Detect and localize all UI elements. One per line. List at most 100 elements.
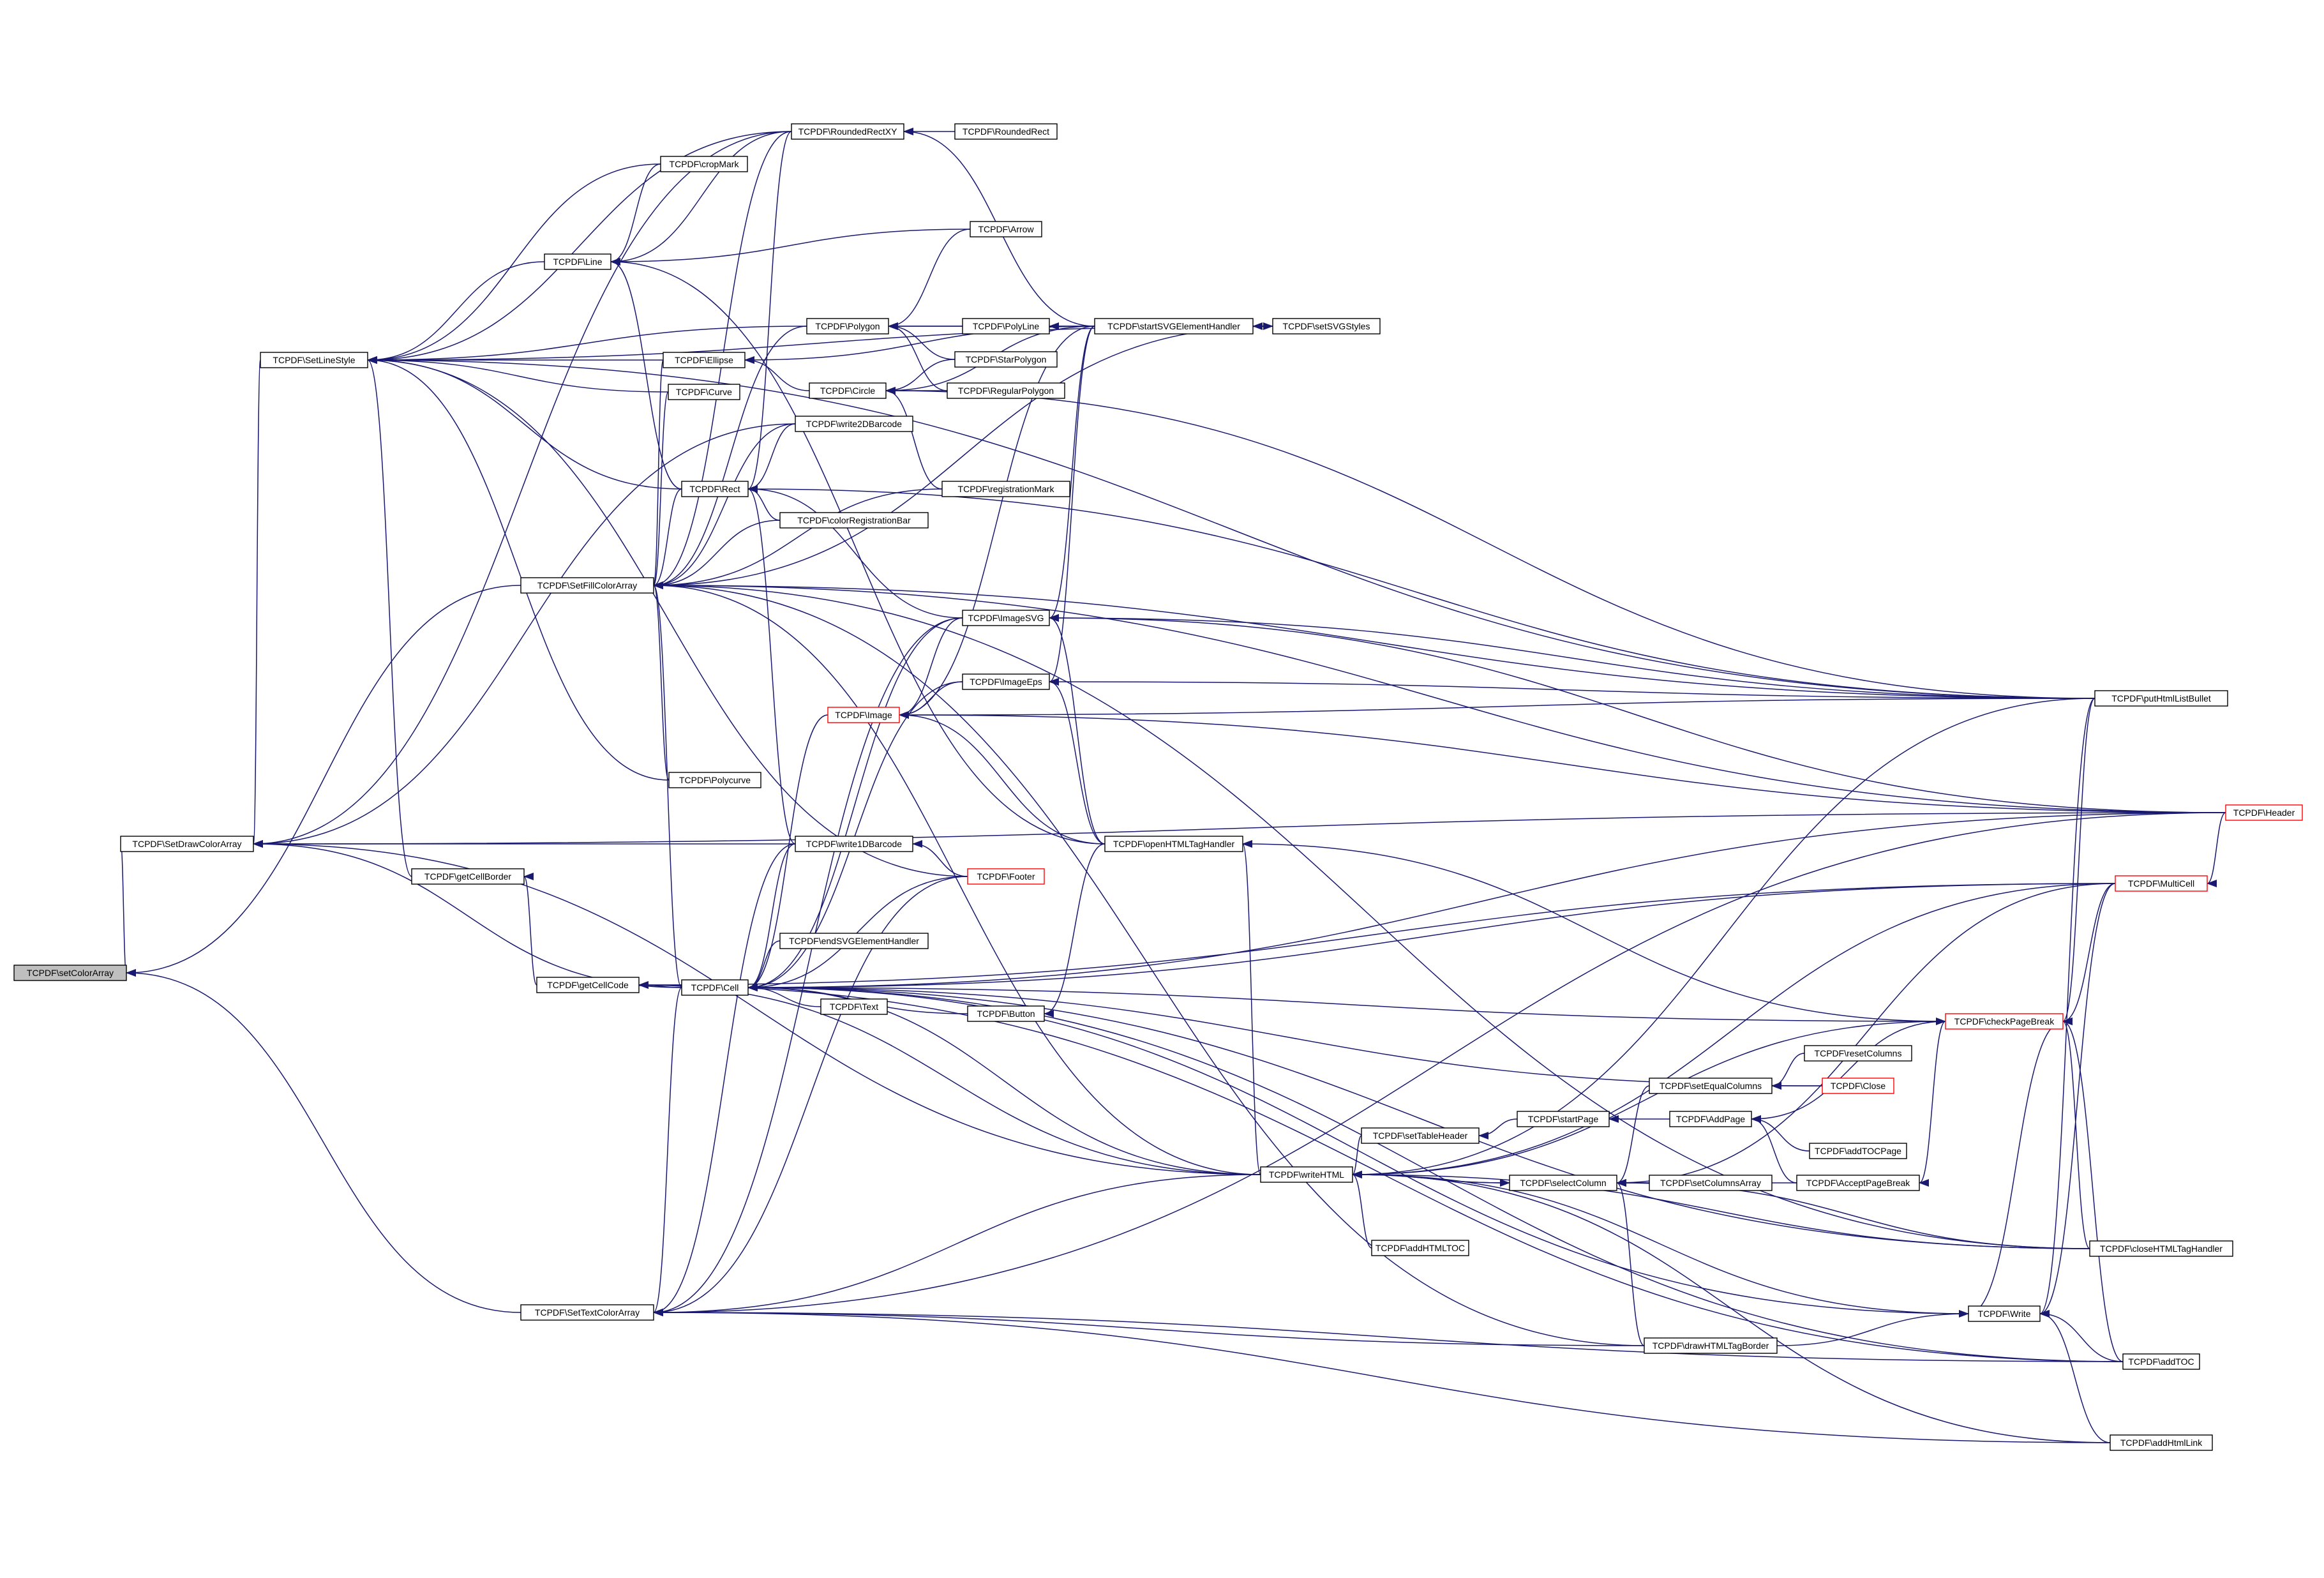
node-closeHTMLTagHandler[interactable]: TCPDF\closeHTMLTagHandler xyxy=(2089,1240,2233,1257)
node-box[interactable] xyxy=(947,382,1065,399)
node-setEqualColumns[interactable]: TCPDF\setEqualColumns xyxy=(1649,1078,1773,1094)
node-box[interactable] xyxy=(681,481,749,497)
node-box[interactable] xyxy=(970,221,1042,237)
node-Text[interactable]: TCPDF\Text xyxy=(820,998,888,1015)
node-putHtmlListBullet[interactable]: TCPDF\putHtmlListBullet xyxy=(2094,690,2228,707)
node-box[interactable] xyxy=(1260,1166,1353,1183)
node-resetColumns[interactable]: TCPDF\resetColumns xyxy=(1804,1045,1912,1062)
node-box[interactable] xyxy=(1804,1045,1912,1062)
node-box[interactable] xyxy=(536,977,640,993)
node-box[interactable] xyxy=(962,318,1050,334)
node-Footer[interactable]: TCPDF\Footer xyxy=(967,868,1045,885)
node-box[interactable] xyxy=(1822,1078,1894,1094)
node-box[interactable] xyxy=(2225,804,2303,821)
node-addTOCPage[interactable]: TCPDF\addTOCPage xyxy=(1809,1143,1907,1159)
node-box[interactable] xyxy=(520,1304,654,1321)
node-SetTextColorArray[interactable]: TCPDF\SetTextColorArray xyxy=(520,1304,654,1321)
node-getCellCode[interactable]: TCPDF\getCellCode xyxy=(536,977,640,993)
node-RegularPolygon[interactable]: TCPDF\RegularPolygon xyxy=(947,382,1065,399)
node-setColorArray[interactable]: TCPDF\setColorArray xyxy=(13,965,127,981)
node-box[interactable] xyxy=(827,707,900,723)
node-box[interactable] xyxy=(795,416,913,432)
node-box[interactable] xyxy=(806,318,889,334)
node-setSVGStyles[interactable]: TCPDF\setSVGStyles xyxy=(1272,318,1381,334)
node-box[interactable] xyxy=(962,673,1050,690)
node-Close[interactable]: TCPDF\Close xyxy=(1822,1078,1894,1094)
node-ImageEps[interactable]: TCPDF\ImageEps xyxy=(962,673,1050,690)
node-SetLineStyle[interactable]: TCPDF\SetLineStyle xyxy=(260,352,368,368)
node-box[interactable] xyxy=(2122,1353,2200,1370)
node-addHTMLTOC[interactable]: TCPDF\addHTMLTOC xyxy=(1371,1240,1469,1256)
node-box[interactable] xyxy=(1649,1078,1773,1094)
node-Polycurve[interactable]: TCPDF\Polycurve xyxy=(668,772,761,788)
node-box[interactable] xyxy=(544,253,611,270)
node-box[interactable] xyxy=(120,836,254,852)
node-box[interactable] xyxy=(954,123,1058,140)
node-box[interactable] xyxy=(13,965,127,981)
node-box[interactable] xyxy=(668,384,740,400)
node-MultiCell[interactable]: TCPDF\MultiCell xyxy=(2115,875,2208,892)
node-box[interactable] xyxy=(520,577,654,594)
node-PolyLine[interactable]: TCPDF\PolyLine xyxy=(962,318,1050,334)
node-box[interactable] xyxy=(2089,1240,2233,1257)
node-Polygon[interactable]: TCPDF\Polygon xyxy=(806,318,889,334)
node-write1DBarcode[interactable]: TCPDF\write1DBarcode xyxy=(795,836,913,852)
node-setColumnsArray[interactable]: TCPDF\setColumnsArray xyxy=(1649,1175,1773,1191)
node-box[interactable] xyxy=(809,382,887,399)
node-box[interactable] xyxy=(779,512,929,529)
node-Image[interactable]: TCPDF\Image xyxy=(827,707,900,723)
node-box[interactable] xyxy=(1968,1305,2041,1322)
node-Rect[interactable]: TCPDF\Rect xyxy=(681,481,749,497)
node-box[interactable] xyxy=(967,868,1045,885)
node-Curve[interactable]: TCPDF\Curve xyxy=(668,384,740,400)
node-addHtmlLink[interactable]: TCPDF\addHtmlLink xyxy=(2110,1434,2213,1451)
node-AcceptPageBreak[interactable]: TCPDF\AcceptPageBreak xyxy=(1796,1175,1920,1191)
node-box[interactable] xyxy=(411,868,525,885)
node-box[interactable] xyxy=(681,979,749,996)
node-StarPolygon[interactable]: TCPDF\StarPolygon xyxy=(954,351,1058,368)
node-box[interactable] xyxy=(1945,1013,2064,1030)
node-box[interactable] xyxy=(820,998,888,1015)
node-box[interactable] xyxy=(2110,1434,2213,1451)
node-Ellipse[interactable]: TCPDF\Ellipse xyxy=(663,352,746,368)
node-box[interactable] xyxy=(954,351,1058,368)
node-cropMark[interactable]: TCPDF\cropMark xyxy=(660,156,748,172)
node-Header[interactable]: TCPDF\Header xyxy=(2225,804,2303,821)
node-box[interactable] xyxy=(941,481,1070,497)
node-Write[interactable]: TCPDF\Write xyxy=(1968,1305,2041,1322)
node-box[interactable] xyxy=(663,352,746,368)
node-Arrow[interactable]: TCPDF\Arrow xyxy=(970,221,1042,237)
node-box[interactable] xyxy=(1104,836,1243,852)
node-box[interactable] xyxy=(1272,318,1381,334)
node-box[interactable] xyxy=(1809,1143,1907,1159)
node-box[interactable] xyxy=(1517,1111,1610,1127)
node-Line[interactable]: TCPDF\Line xyxy=(544,253,611,270)
node-ImageSVG[interactable]: TCPDF\ImageSVG xyxy=(962,610,1050,626)
node-SetFillColorArray[interactable]: TCPDF\SetFillColorArray xyxy=(520,577,654,594)
node-box[interactable] xyxy=(779,933,929,949)
node-addTOC[interactable]: TCPDF\addTOC xyxy=(2122,1353,2200,1370)
node-box[interactable] xyxy=(1796,1175,1920,1191)
node-colorRegistrationBar[interactable]: TCPDF\colorRegistrationBar xyxy=(779,512,929,529)
node-startSVGElementHandler[interactable]: TCPDF\startSVGElementHandler xyxy=(1094,318,1254,334)
node-openHTMLTagHandler[interactable]: TCPDF\openHTMLTagHandler xyxy=(1104,836,1243,852)
node-registrationMark[interactable]: TCPDF\registrationMark xyxy=(941,481,1070,497)
node-box[interactable] xyxy=(1094,318,1254,334)
node-Cell[interactable]: TCPDF\Cell xyxy=(681,979,749,996)
node-drawHTMLTagBorder[interactable]: TCPDF\drawHTMLTagBorder xyxy=(1644,1337,1778,1354)
node-box[interactable] xyxy=(791,123,904,140)
node-selectColumn[interactable]: TCPDF\selectColumn xyxy=(1509,1175,1617,1191)
node-write2DBarcode[interactable]: TCPDF\write2DBarcode xyxy=(795,416,913,432)
node-box[interactable] xyxy=(2094,690,2228,707)
node-box[interactable] xyxy=(1644,1337,1778,1354)
node-box[interactable] xyxy=(1371,1240,1469,1256)
node-box[interactable] xyxy=(660,156,748,172)
node-box[interactable] xyxy=(668,772,761,788)
node-Button[interactable]: TCPDF\Button xyxy=(967,1005,1045,1022)
node-RoundedRect[interactable]: TCPDF\RoundedRect xyxy=(954,123,1058,140)
node-box[interactable] xyxy=(1649,1175,1773,1191)
node-getCellBorder[interactable]: TCPDF\getCellBorder xyxy=(411,868,525,885)
node-box[interactable] xyxy=(967,1005,1045,1022)
node-setTableHeader[interactable]: TCPDF\setTableHeader xyxy=(1361,1127,1480,1144)
node-writeHTML[interactable]: TCPDF\writeHTML xyxy=(1260,1166,1353,1183)
